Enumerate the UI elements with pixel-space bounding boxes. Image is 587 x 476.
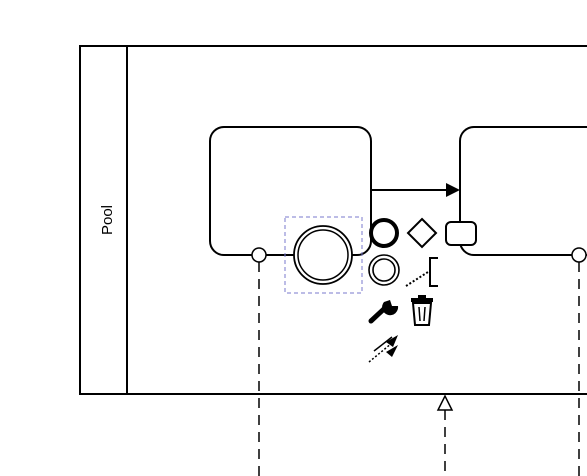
connect-arrow-icon[interactable]	[368, 335, 398, 363]
task-1[interactable]	[209, 126, 372, 256]
pool-label: Pool	[99, 205, 116, 235]
context-pad	[368, 217, 477, 363]
append-task-icon[interactable]	[445, 221, 477, 246]
message-flow-anchor-right	[571, 247, 587, 263]
task-2[interactable]	[459, 126, 587, 256]
append-end-event-icon[interactable]	[369, 218, 399, 248]
message-flow-middle[interactable]	[436, 394, 454, 476]
intermediate-event[interactable]	[284, 216, 363, 294]
delete-trash-icon[interactable]	[411, 295, 433, 326]
selection-outline	[284, 216, 363, 294]
message-flow-anchor-left	[251, 247, 267, 263]
change-type-wrench-icon[interactable]	[368, 300, 399, 324]
append-intermediate-event-icon[interactable]	[368, 254, 400, 286]
sequence-flow[interactable]	[371, 183, 460, 197]
append-gateway-icon[interactable]	[406, 217, 438, 249]
append-text-annotation-icon[interactable]	[405, 257, 438, 287]
